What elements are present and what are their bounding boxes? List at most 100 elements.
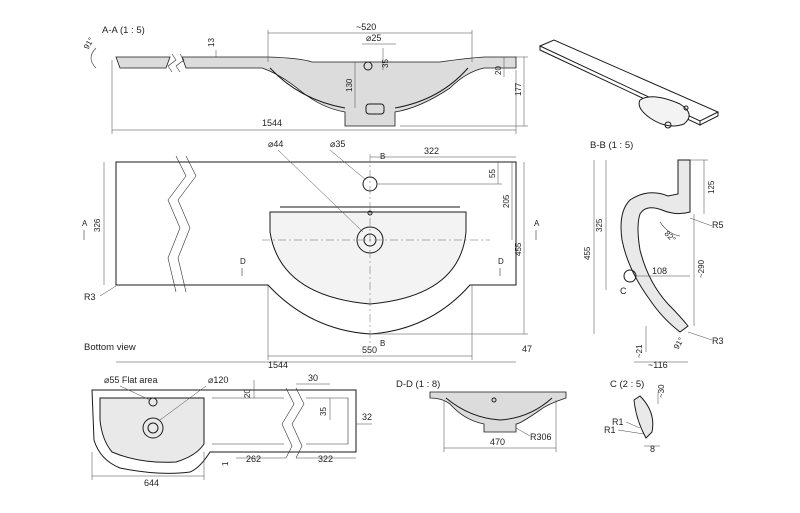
dim-flat-area: ⌀55 Flat area	[104, 375, 157, 385]
bottom-inner-rebate	[212, 397, 349, 445]
leader-r1b	[617, 429, 645, 435]
dim-8: 8	[650, 444, 655, 454]
leader-r1a	[625, 421, 641, 429]
slab-right-bowl	[181, 56, 517, 127]
section-bb-title: B-B (1 : 5)	[590, 140, 633, 151]
dim-326: 326	[93, 218, 102, 232]
leader-r3	[99, 285, 117, 297]
break-line-2	[175, 53, 185, 73]
dd-hole	[491, 397, 497, 403]
dim-20: 20	[494, 66, 503, 75]
leader-120	[159, 385, 207, 421]
dim-91-bb: 91°	[672, 336, 686, 351]
detail-c-circle	[623, 269, 637, 283]
top-view: ⌀44 ⌀35 322 B B 55 205 455 326 R3 A A D …	[82, 139, 540, 370]
leader-r306	[515, 427, 531, 437]
marker-d-left: D	[240, 257, 246, 266]
dim-455-bb: 455	[583, 246, 592, 260]
dim-1544-aa: 1544	[262, 118, 282, 128]
dim-290: ~290	[697, 259, 706, 278]
dim-35: 35	[381, 59, 390, 68]
leader-r5	[689, 217, 713, 227]
dim-r1-a: R1	[612, 417, 624, 427]
slab-left	[115, 56, 171, 69]
dim-r306: R306	[530, 432, 552, 442]
dim-322-top: 322	[424, 146, 439, 156]
break-line-3	[177, 155, 197, 293]
dim-644: 644	[144, 478, 159, 488]
dim-dia120: ⌀120	[208, 375, 228, 385]
isometric-view	[538, 39, 720, 129]
dim-30-c: ~30	[657, 384, 666, 398]
dim-108: 108	[652, 266, 667, 276]
dim-550: 550	[362, 345, 377, 355]
iso-drain	[664, 121, 672, 129]
detail-c-title: C (2 : 5)	[610, 379, 644, 390]
dim-r1-b: R1	[604, 425, 616, 435]
tap-hole-section	[363, 61, 373, 71]
dim-21: ~21	[635, 344, 644, 358]
section-dd-title: D-D (1 : 8)	[396, 379, 440, 390]
dim-125: 125	[707, 180, 716, 194]
bottom-outline	[91, 389, 357, 474]
angle-arc-82	[659, 221, 681, 237]
dim-177: 177	[514, 82, 523, 96]
dim-r3-bb: R3	[712, 336, 724, 346]
marker-c: C	[620, 286, 627, 296]
c-profile	[633, 395, 654, 439]
dd-bowl-inner	[445, 397, 553, 421]
section-d-d: D-D (1 : 8) R306 470	[396, 379, 567, 452]
dim-32: 32	[362, 412, 372, 422]
dim-91-aa: 91°	[82, 36, 96, 51]
dim-r3-top: R3	[84, 292, 96, 302]
dim-47: 47	[522, 344, 532, 354]
detail-c: C (2 : 5) ~30 R1 R1 8	[604, 379, 666, 454]
dim-322-bottom: 322	[318, 454, 333, 464]
dim-470: 470	[490, 437, 505, 447]
dim-dia44: ⌀44	[268, 139, 283, 149]
dim-35-bottom: 35	[319, 407, 328, 416]
section-aa-title: A-A (1 : 5)	[102, 25, 145, 36]
marker-a-right: A	[534, 219, 540, 228]
dim-130: 130	[345, 78, 354, 92]
dim-55: 55	[488, 169, 497, 178]
dim-20-bottom: 20	[243, 389, 252, 398]
dim-262: 262	[246, 454, 261, 464]
iso-top	[538, 39, 720, 122]
bottom-flat-area	[148, 397, 158, 407]
dim-82: 82°	[663, 229, 678, 244]
break-line-6	[291, 387, 305, 459]
marker-d-right: D	[498, 257, 504, 266]
bowl-inner-right	[394, 67, 469, 109]
dim-455-top: 455	[514, 242, 523, 256]
section-a-a: A-A (1 : 5) ~520 ⌀25 35 130 13 20 177	[82, 22, 528, 134]
bottom-view: ⌀55 Flat area ⌀120 20 30 35 32 1 262 322…	[91, 373, 372, 488]
dim-205: 205	[502, 194, 511, 208]
top-bowl	[269, 211, 467, 305]
bottom-drain-outer	[142, 417, 164, 439]
marker-a-left: A	[82, 219, 88, 228]
bottom-basin	[99, 397, 205, 463]
bottom-view-label: Bottom view	[84, 342, 136, 353]
section-b-b: B-B (1 : 5) C 125 325 455 R5 82° ~290 10…	[583, 140, 724, 370]
dim-r5: R5	[712, 220, 724, 230]
bb-profile	[620, 159, 691, 333]
dim-325: 325	[595, 218, 604, 232]
leader-flat	[119, 385, 151, 401]
dim-1: 1	[221, 461, 230, 466]
dim-dia25: ⌀25	[366, 33, 381, 43]
leader-r3-bb	[687, 331, 713, 341]
break-line-1	[167, 53, 177, 73]
angle-arc	[90, 47, 97, 69]
leader-44	[277, 149, 364, 233]
bottom-drain-inner	[147, 422, 159, 434]
marker-b-bottom: B	[380, 339, 385, 348]
dim-30-bottom: 30	[308, 373, 318, 383]
iso-side	[699, 112, 719, 126]
break-line-5	[281, 387, 295, 459]
drain-hole	[365, 103, 385, 115]
dim-13: 13	[207, 38, 216, 47]
marker-b-top: B	[380, 152, 385, 161]
dim-1544-top: 1544	[268, 360, 288, 370]
